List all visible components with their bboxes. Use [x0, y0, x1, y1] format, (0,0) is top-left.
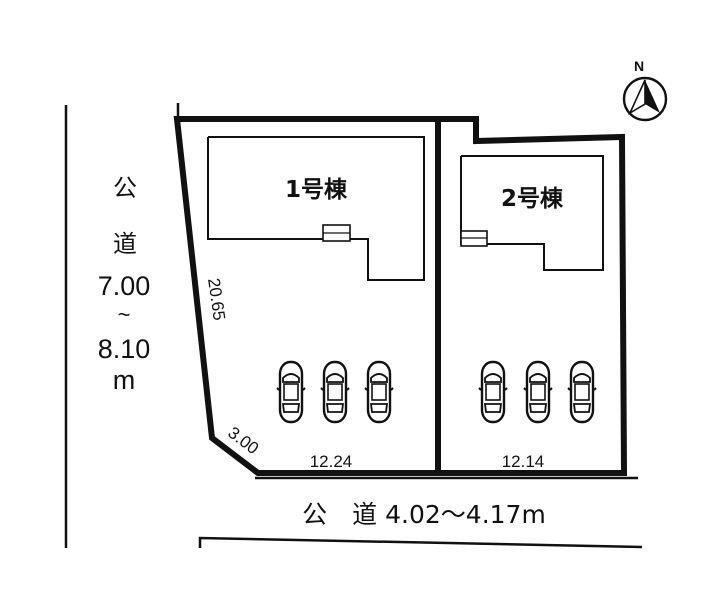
- north-label: N: [634, 58, 644, 74]
- lot-1-boundary: [173, 116, 441, 476]
- lot-1-frontage-dimension: 12.24: [310, 452, 353, 471]
- lot-1-side-dimension: 20.65: [204, 277, 229, 322]
- lot-2-name: 2号棟: [501, 186, 564, 212]
- left-road-char-2: 道: [113, 230, 137, 258]
- parking-space-2c: [566, 360, 598, 424]
- lot-1-name: 1号棟: [285, 177, 348, 203]
- bottom-road-lower-edge-line: [198, 536, 643, 549]
- north-arrow-icon: [622, 76, 668, 122]
- parking-space-1a: [275, 360, 307, 424]
- parking-space-1b: [319, 360, 351, 424]
- building-2-footprint: [460, 155, 604, 271]
- left-road-unit: m: [113, 365, 136, 395]
- parking-space-2a: [477, 360, 509, 424]
- parking-space-2b: [522, 360, 554, 424]
- bottom-road-label: 公 道 4.02～4.17m: [302, 500, 546, 529]
- left-road-char-1: 公: [113, 174, 137, 202]
- parking-space-1c: [363, 360, 395, 424]
- left-road-tilde: ~: [118, 302, 131, 327]
- building-1-footprint: [207, 136, 425, 281]
- left-road-width-max: 8.10: [98, 334, 151, 364]
- left-road-width-min: 7.00: [98, 271, 151, 301]
- lot-2-frontage-dimension: 12.14: [502, 452, 545, 471]
- lot-2-boundary: [435, 116, 628, 476]
